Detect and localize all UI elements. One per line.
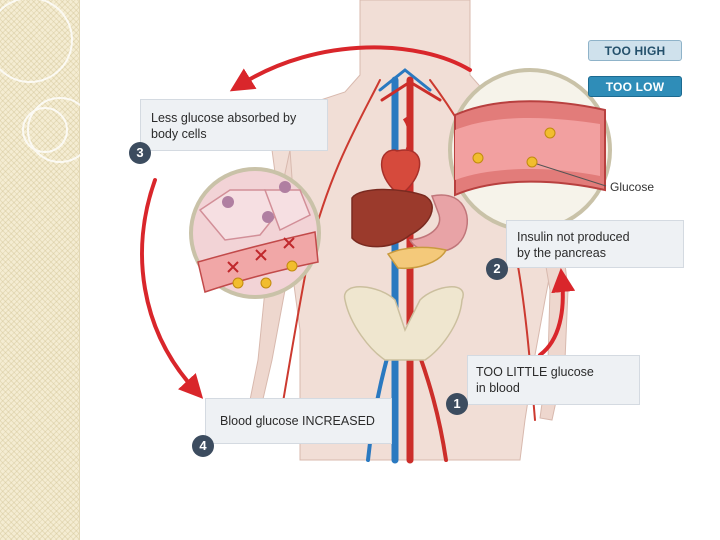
step-4-callout: Blood glucose INCREASED (205, 398, 392, 444)
step-2-line1: Insulin not produced (517, 230, 630, 244)
arrow-to-step3 (229, 45, 472, 92)
pelvis (344, 286, 464, 361)
glucose-molecule (260, 277, 272, 289)
glucose-label: Glucose (610, 180, 655, 194)
decorative-left-strip (0, 0, 80, 540)
glucose-molecule (544, 127, 556, 139)
step-3-badge: 3 (129, 142, 151, 164)
step-1-line1: TOO LITTLE glucose (476, 365, 594, 379)
glucose-molecule (472, 152, 484, 164)
body-cells-magnified (189, 167, 321, 299)
pancreas (386, 246, 448, 270)
step-1-badge: 1 (446, 393, 468, 415)
step-3-line2: body cells (151, 127, 207, 141)
step-2-callout: Insulin not produced by the pancreas (506, 220, 684, 268)
too-high-button[interactable]: TOO HIGH (588, 40, 682, 61)
decorative-rings (0, 0, 93, 163)
blood-vessel-magnified (448, 68, 612, 232)
glucose-molecule (286, 260, 298, 272)
glucose-molecule (232, 277, 244, 289)
step-2-line2: by the pancreas (517, 246, 606, 260)
step-1-line2: in blood (476, 381, 520, 395)
glucose-molecule (526, 156, 538, 168)
cycle-arrows (140, 45, 576, 399)
liver (351, 188, 433, 248)
step-4-line1: Blood glucose INCREASED (220, 414, 375, 428)
arrow-to-step2 (538, 268, 576, 357)
step-4-badge: 4 (192, 435, 214, 457)
step-3-callout: Less glucose absorbed by body cells (140, 99, 328, 151)
too-low-button[interactable]: TOO LOW (588, 76, 682, 97)
blocked-marks (227, 237, 295, 273)
arrow-to-step4 (140, 178, 204, 399)
step-3-line1: Less glucose absorbed by (151, 111, 297, 125)
heart (380, 149, 421, 196)
step-2-badge: 2 (486, 258, 508, 280)
step-1-callout: TOO LITTLE glucose in blood (467, 355, 640, 405)
